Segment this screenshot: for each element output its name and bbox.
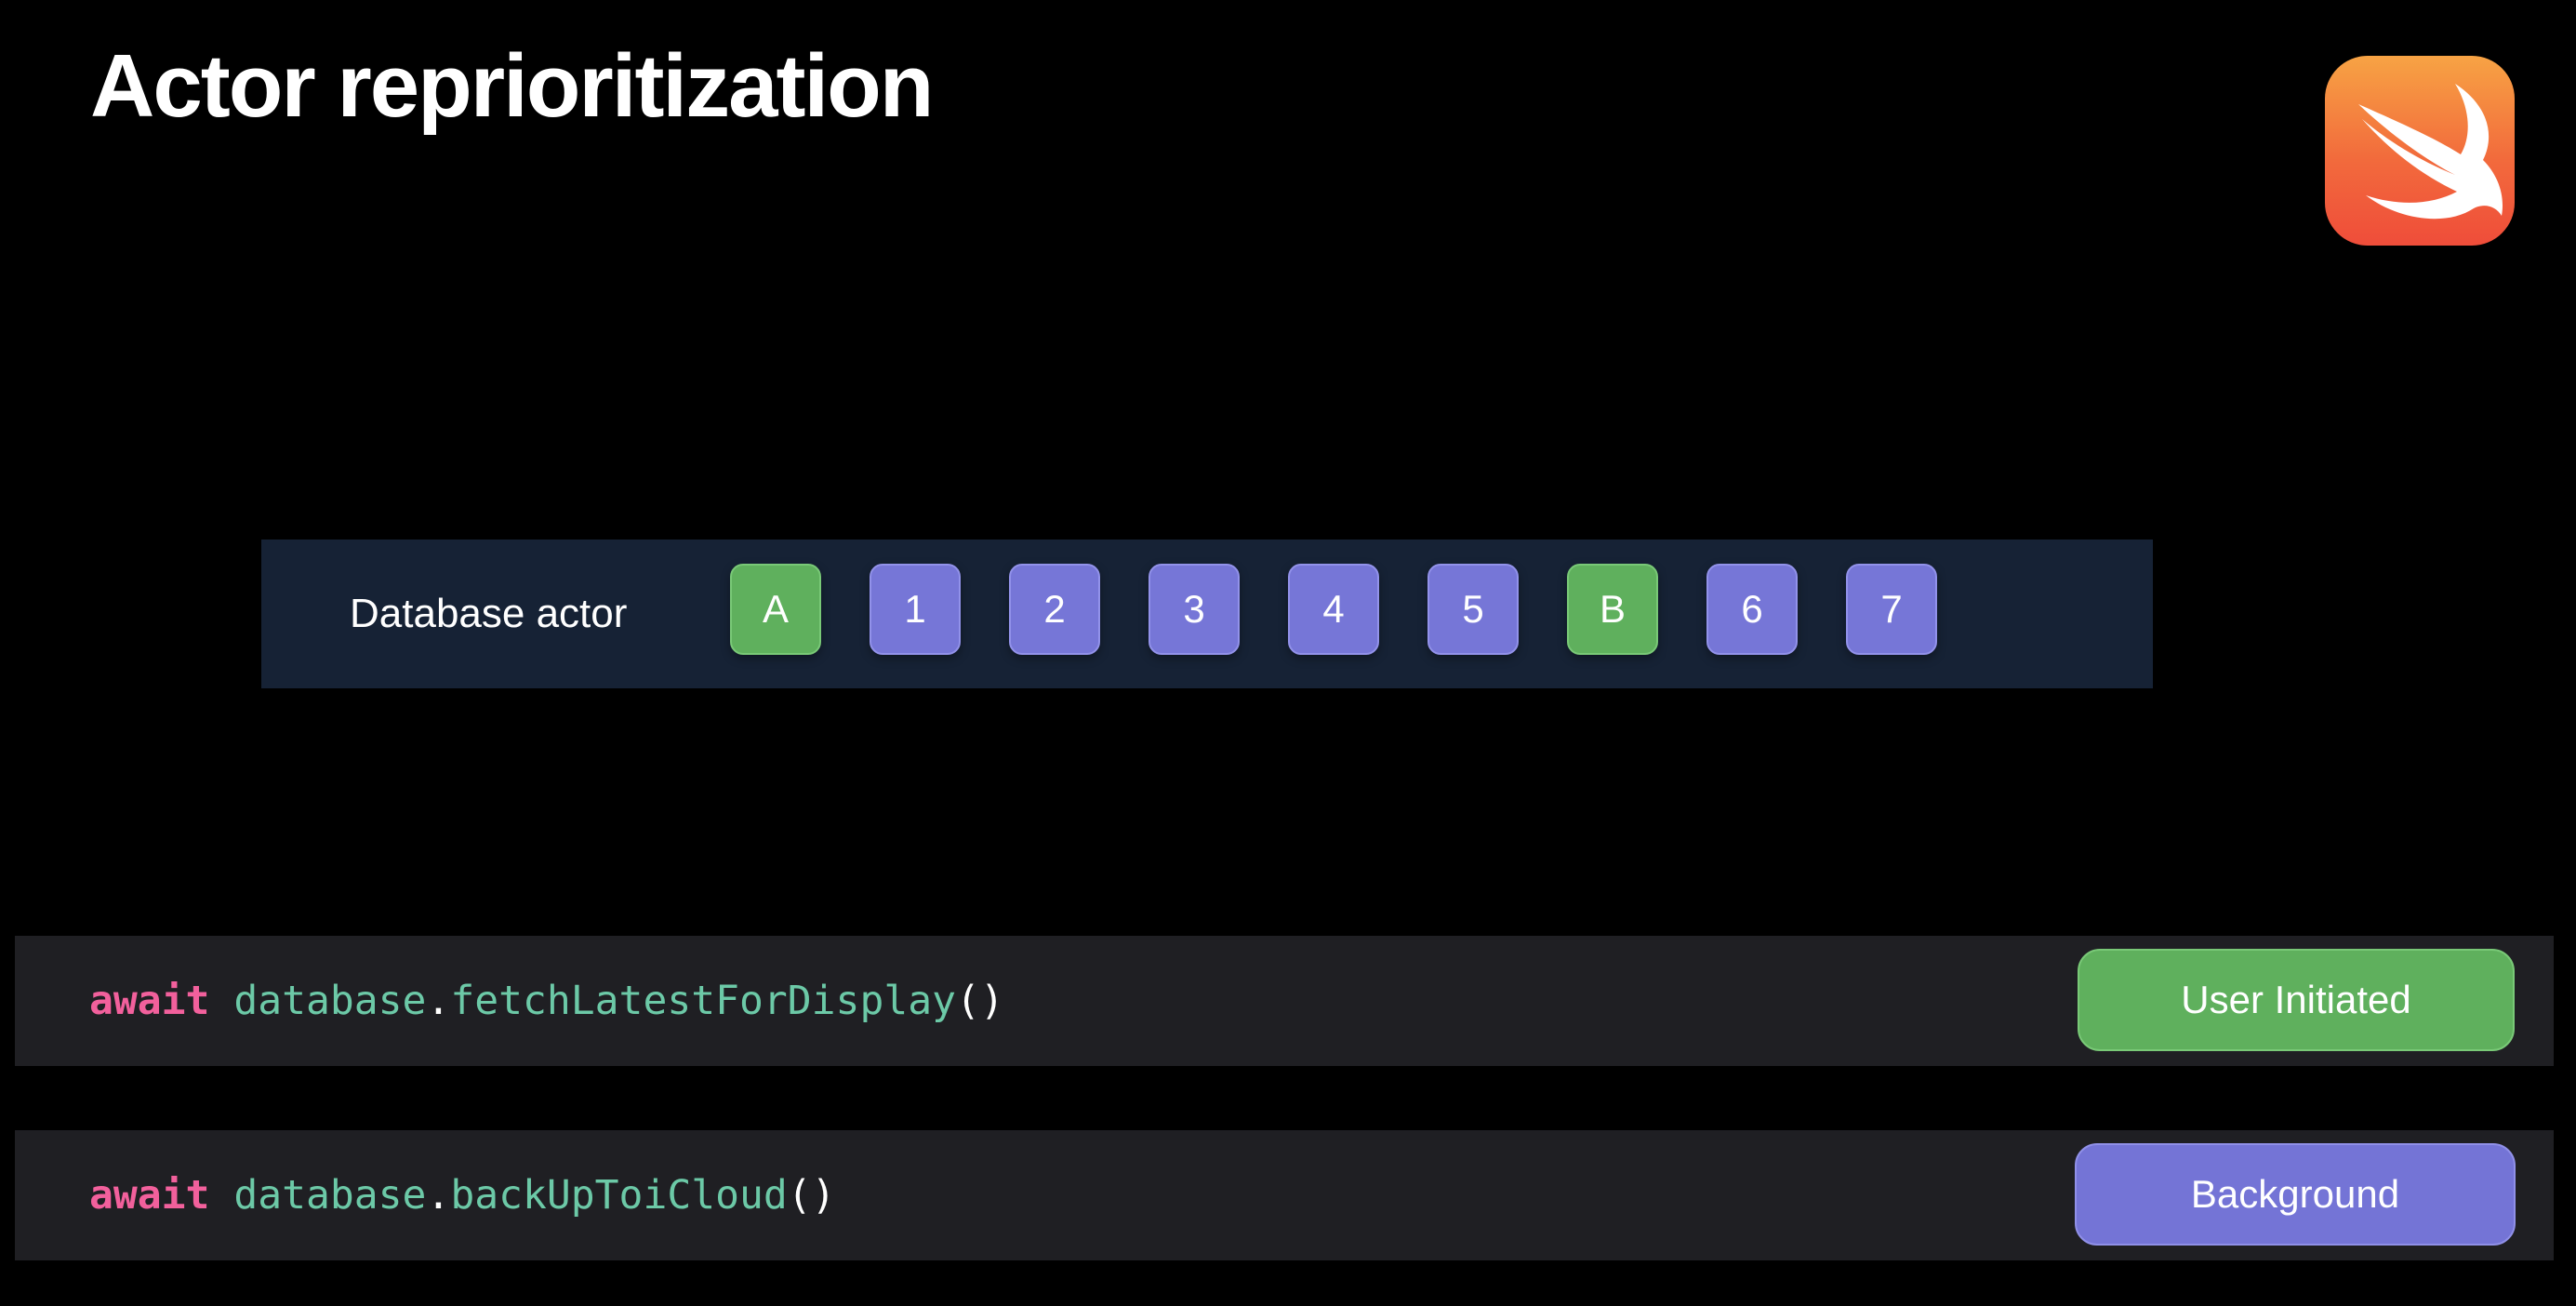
user-initiated-priority-badge: User Initiated [2078,949,2515,1051]
object-name: database [233,978,427,1024]
swift-logo-icon [2325,56,2515,246]
task-box-6: 6 [1706,564,1798,655]
actor-label: Database actor [350,591,628,636]
task-box-b: B [1567,564,1658,655]
task-box-a: A [730,564,821,655]
method-name: backUpToiCloud [450,1172,788,1219]
background-priority-badge: Background [2075,1143,2516,1246]
code-row-backup: await database.backUpToiCloud() Backgrou… [15,1130,2554,1260]
slide-title: Actor reprioritization [90,36,934,136]
member-dot: . [426,978,451,1024]
code-line: await database.fetchLatestForDisplay() [89,936,1004,1066]
code-row-fetch: await database.fetchLatestForDisplay() U… [15,936,2554,1066]
task-box-4: 4 [1288,564,1379,655]
task-box-3: 3 [1149,564,1240,655]
member-dot: . [426,1172,451,1219]
task-box-1: 1 [870,564,961,655]
task-box-2: 2 [1009,564,1100,655]
task-box-5: 5 [1427,564,1519,655]
method-name: fetchLatestForDisplay [450,978,956,1024]
call-parens: () [956,978,1004,1024]
object-name: database [233,1172,427,1219]
code-line: await database.backUpToiCloud() [89,1130,836,1260]
await-keyword: await [89,978,210,1024]
task-box-7: 7 [1846,564,1937,655]
call-parens: () [787,1172,836,1219]
await-keyword: await [89,1172,210,1219]
